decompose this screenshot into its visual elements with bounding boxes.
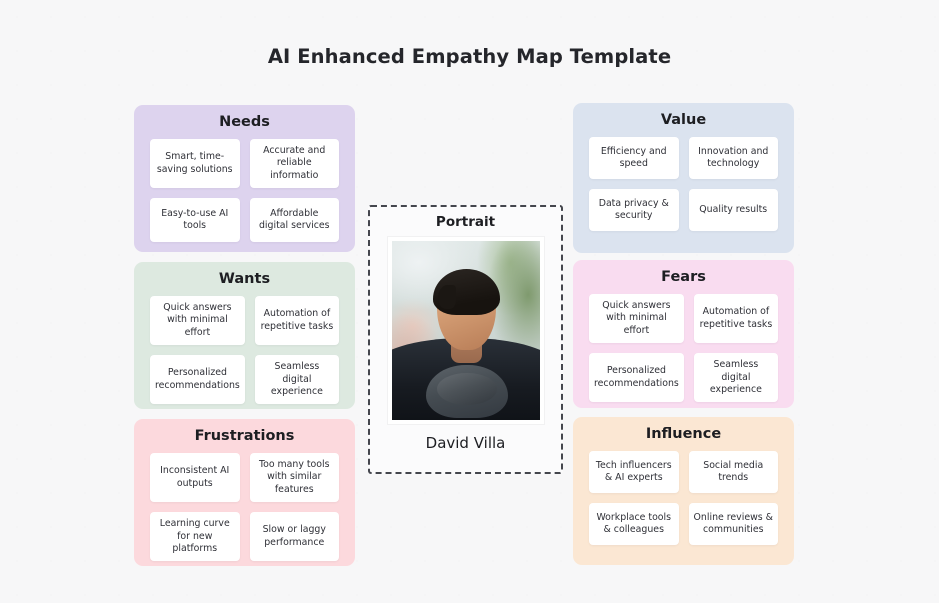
card-grid-influence: Tech influencers & AI experts Social med…: [573, 451, 794, 561]
card[interactable]: Seamless digital experience: [693, 353, 778, 403]
card[interactable]: Quality results: [688, 189, 778, 231]
card-grid-wants: Quick answers with minimal effort Automa…: [134, 296, 355, 420]
card[interactable]: Personalized recommendations: [589, 353, 684, 403]
panel-frustrations[interactable]: Frustrations Inconsistent AI outputs Too…: [134, 419, 355, 566]
panel-title-wants: Wants: [218, 271, 271, 287]
card[interactable]: Innovation and technology: [688, 137, 778, 179]
card-grid-value: Efficiency and speed Innovation and tech…: [573, 137, 794, 247]
panel-title-fears: Fears: [661, 269, 706, 285]
card[interactable]: Automation of repetitive tasks: [693, 294, 778, 344]
hair-shape: [432, 268, 500, 316]
card[interactable]: Too many tools with similar features: [249, 453, 339, 503]
card[interactable]: Affordable digital services: [249, 198, 339, 243]
card[interactable]: Accurate and reliable informatio: [249, 139, 339, 189]
card[interactable]: Online reviews & communities: [688, 503, 778, 545]
panel-title-value: Value: [660, 112, 707, 128]
scarf-shape: [425, 364, 509, 419]
card[interactable]: Easy-to-use AI tools: [150, 198, 240, 243]
panel-title-needs: Needs: [219, 114, 270, 130]
portrait-photo: [391, 241, 540, 420]
panel-influence[interactable]: Influence Tech influencers & AI experts …: [573, 417, 794, 565]
card[interactable]: Seamless digital experience: [254, 355, 339, 405]
card[interactable]: Personalized recommendations: [150, 355, 245, 405]
panel-value[interactable]: Value Efficiency and speed Innovation an…: [573, 103, 794, 253]
card[interactable]: Workplace tools & colleagues: [589, 503, 679, 545]
panel-title-frustrations: Frustrations: [194, 428, 295, 444]
panel-title-influence: Influence: [645, 426, 722, 442]
card-grid-fears: Quick answers with minimal effort Automa…: [573, 294, 794, 418]
panel-needs[interactable]: Needs Smart, time-saving solutions Accur…: [134, 105, 355, 252]
page-title: AI Enhanced Empathy Map Template: [267, 45, 672, 68]
card[interactable]: Quick answers with minimal effort: [150, 296, 245, 346]
portrait-heading: Portrait: [435, 214, 496, 230]
card[interactable]: Smart, time-saving solutions: [150, 139, 240, 189]
card-grid-needs: Smart, time-saving solutions Accurate an…: [134, 139, 355, 258]
card[interactable]: Efficiency and speed: [589, 137, 679, 179]
portrait-photo-frame[interactable]: [387, 237, 544, 424]
card[interactable]: Tech influencers & AI experts: [589, 451, 679, 493]
card-grid-frustrations: Inconsistent AI outputs Too many tools w…: [134, 453, 355, 577]
portrait-name: David Villa: [425, 434, 506, 452]
card[interactable]: Social media trends: [688, 451, 778, 493]
portrait-panel[interactable]: Portrait David Villa: [368, 205, 563, 474]
card[interactable]: Quick answers with minimal effort: [589, 294, 684, 344]
panel-fears[interactable]: Fears Quick answers with minimal effort …: [573, 260, 794, 408]
card[interactable]: Inconsistent AI outputs: [150, 453, 240, 503]
card[interactable]: Data privacy & security: [589, 189, 679, 231]
panel-wants[interactable]: Wants Quick answers with minimal effort …: [134, 262, 355, 409]
card[interactable]: Automation of repetitive tasks: [254, 296, 339, 346]
card[interactable]: Slow or laggy performance: [249, 512, 339, 562]
card[interactable]: Learning curve for new platforms: [150, 512, 240, 562]
